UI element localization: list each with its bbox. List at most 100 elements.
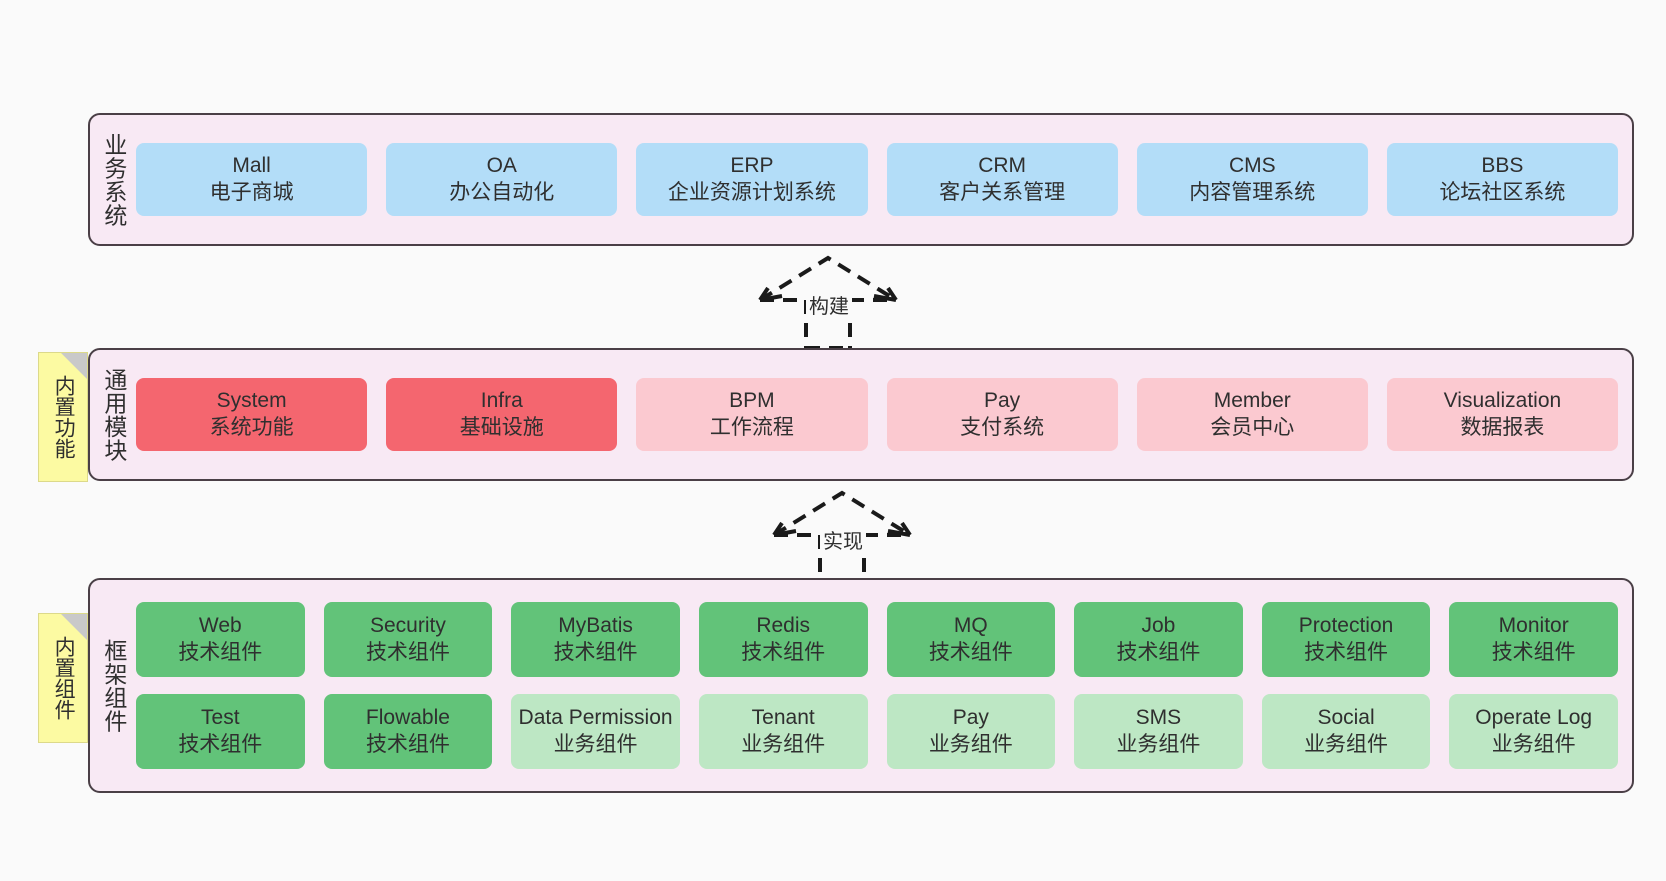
card-title: Pay (952, 705, 989, 729)
card-flowable[interactable]: Flowable 技术组件 (323, 694, 493, 769)
card-title: System (216, 388, 287, 412)
card-subtitle: 会员中心 (1210, 415, 1295, 439)
card-subtitle: 企业资源计划系统 (667, 180, 836, 204)
layer-common-modules: 通用模块 System 系统功能 Infra 基础设施 BPM 工作流程 Pay… (88, 348, 1634, 481)
card-title: Member (1213, 388, 1291, 412)
card-cms[interactable]: CMS 内容管理系统 (1136, 143, 1368, 216)
card-title: Infra (480, 388, 523, 412)
implement-arrow-icon (772, 490, 912, 585)
card-title: Protection (1298, 613, 1394, 637)
card-subtitle: 技术组件 (1304, 640, 1389, 664)
card-subtitle: 办公自动化 (449, 180, 555, 204)
card-title: MQ (953, 613, 988, 637)
card-title: Social (1317, 705, 1375, 729)
card-title: Tenant (751, 705, 815, 729)
card-pay-business[interactable]: Pay 业务组件 (886, 694, 1056, 769)
card-title: Data Permission (518, 705, 673, 729)
layer-body-common-modules: System 系统功能 Infra 基础设施 BPM 工作流程 Pay 支付系统… (136, 350, 1632, 479)
card-sms[interactable]: SMS 业务组件 (1074, 694, 1243, 769)
card-subtitle: 客户关系管理 (939, 180, 1066, 204)
card-subtitle: 业务组件 (928, 732, 1013, 756)
card-mybatis[interactable]: MyBatis 技术组件 (511, 602, 680, 677)
card-subtitle: 业务组件 (1116, 732, 1201, 756)
card-security[interactable]: Security 技术组件 (323, 602, 493, 677)
card-subtitle: 业务组件 (1304, 732, 1389, 756)
card-title: Redis (756, 613, 811, 637)
card-monitor[interactable]: Monitor 技术组件 (1449, 602, 1618, 677)
layer-title-business-systems: 业务系统 (100, 132, 127, 227)
card-title: CRM (978, 153, 1027, 177)
card-title: Mall (232, 153, 271, 177)
sticky-note-label: 内置功能 (52, 375, 76, 459)
card-system[interactable]: System 系统功能 (136, 378, 368, 451)
card-title: Monitor (1498, 613, 1569, 637)
card-test[interactable]: Test 技术组件 (136, 694, 305, 769)
card-row: Mall 电子商城 OA 办公自动化 ERP 企业资源计划系统 CRM 客户关系… (136, 143, 1619, 216)
card-row: System 系统功能 Infra 基础设施 BPM 工作流程 Pay 支付系统… (136, 378, 1619, 451)
card-web[interactable]: Web 技术组件 (136, 602, 305, 677)
card-title: MyBatis (558, 613, 633, 637)
card-redis[interactable]: Redis 技术组件 (698, 602, 868, 677)
card-title: ERP (730, 153, 774, 177)
card-title: Test (201, 705, 240, 729)
card-row: Test 技术组件 Flowable 技术组件 Data Permission … (136, 694, 1618, 769)
card-subtitle: 业务组件 (741, 732, 826, 756)
card-member[interactable]: Member 会员中心 (1136, 378, 1368, 451)
card-subtitle: 技术组件 (553, 640, 638, 664)
layer-title-common-modules: 通用模块 (100, 367, 127, 462)
card-subtitle: 技术组件 (178, 732, 263, 756)
card-title: BBS (1481, 153, 1524, 177)
card-job[interactable]: Job 技术组件 (1074, 602, 1243, 677)
relation-label-implement: 实现 (820, 525, 866, 554)
sticky-note-label: 内置组件 (52, 636, 76, 720)
card-crm[interactable]: CRM 客户关系管理 (886, 143, 1118, 216)
card-subtitle: 基础设施 (459, 415, 544, 439)
card-title: Visualization (1443, 388, 1562, 412)
layer-body-business-systems: Mall 电子商城 OA 办公自动化 ERP 企业资源计划系统 CRM 客户关系… (136, 115, 1632, 244)
card-erp[interactable]: ERP 企业资源计划系统 (636, 143, 868, 216)
relation-label-build: 构建 (806, 290, 852, 319)
card-bpm[interactable]: BPM 工作流程 (636, 378, 868, 451)
card-subtitle: 系统功能 (209, 415, 294, 439)
card-subtitle: 技术组件 (365, 640, 450, 664)
card-title: Job (1141, 613, 1176, 637)
card-title: OA (486, 153, 517, 177)
card-infra[interactable]: Infra 基础设施 (386, 378, 618, 451)
card-subtitle: 支付系统 (960, 415, 1045, 439)
card-title: SMS (1135, 705, 1182, 729)
card-title: Pay (984, 388, 1021, 412)
card-visualization[interactable]: Visualization 数据报表 (1386, 378, 1619, 451)
card-title: Security (370, 613, 446, 637)
card-tenant[interactable]: Tenant 业务组件 (698, 694, 868, 769)
card-title: BPM (729, 388, 775, 412)
card-subtitle: 业务组件 (553, 732, 638, 756)
card-bbs[interactable]: BBS 论坛社区系统 (1386, 143, 1619, 216)
layer-body-framework-components: Web 技术组件 Security 技术组件 MyBatis 技术组件 Redi… (136, 580, 1632, 791)
card-protection[interactable]: Protection 技术组件 (1261, 602, 1431, 677)
card-social[interactable]: Social 业务组件 (1261, 694, 1431, 769)
card-title: Operate Log (1475, 705, 1593, 729)
folded-corner-icon (61, 614, 87, 640)
relation-implement: 实现 (766, 487, 926, 585)
layer-title-framework-components: 框架组件 (100, 638, 127, 733)
layer-business-systems: 业务系统 Mall 电子商城 OA 办公自动化 ERP 企业资源计划系统 CRM… (88, 113, 1634, 246)
card-oa[interactable]: OA 办公自动化 (386, 143, 618, 216)
card-subtitle: 业务组件 (1491, 732, 1576, 756)
card-subtitle: 内容管理系统 (1189, 180, 1316, 204)
card-subtitle: 论坛社区系统 (1439, 180, 1566, 204)
card-subtitle: 技术组件 (365, 732, 450, 756)
card-title: Web (198, 613, 242, 637)
card-mq[interactable]: MQ 技术组件 (886, 602, 1056, 677)
card-subtitle: 技术组件 (928, 640, 1013, 664)
card-pay[interactable]: Pay 支付系统 (886, 378, 1118, 451)
card-row: Web 技术组件 Security 技术组件 MyBatis 技术组件 Redi… (136, 602, 1618, 677)
card-data-permission[interactable]: Data Permission 业务组件 (511, 694, 680, 769)
card-operate-log[interactable]: Operate Log 业务组件 (1449, 694, 1618, 769)
card-subtitle: 技术组件 (1116, 640, 1201, 664)
card-title: CMS (1228, 153, 1276, 177)
card-title: Flowable (365, 705, 450, 729)
layer-framework-components: 框架组件 Web 技术组件 Security 技术组件 MyBatis 技术组件… (88, 578, 1634, 793)
card-subtitle: 技术组件 (178, 640, 263, 664)
relation-build: 构建 (752, 252, 912, 350)
card-mall[interactable]: Mall 电子商城 (136, 143, 368, 216)
